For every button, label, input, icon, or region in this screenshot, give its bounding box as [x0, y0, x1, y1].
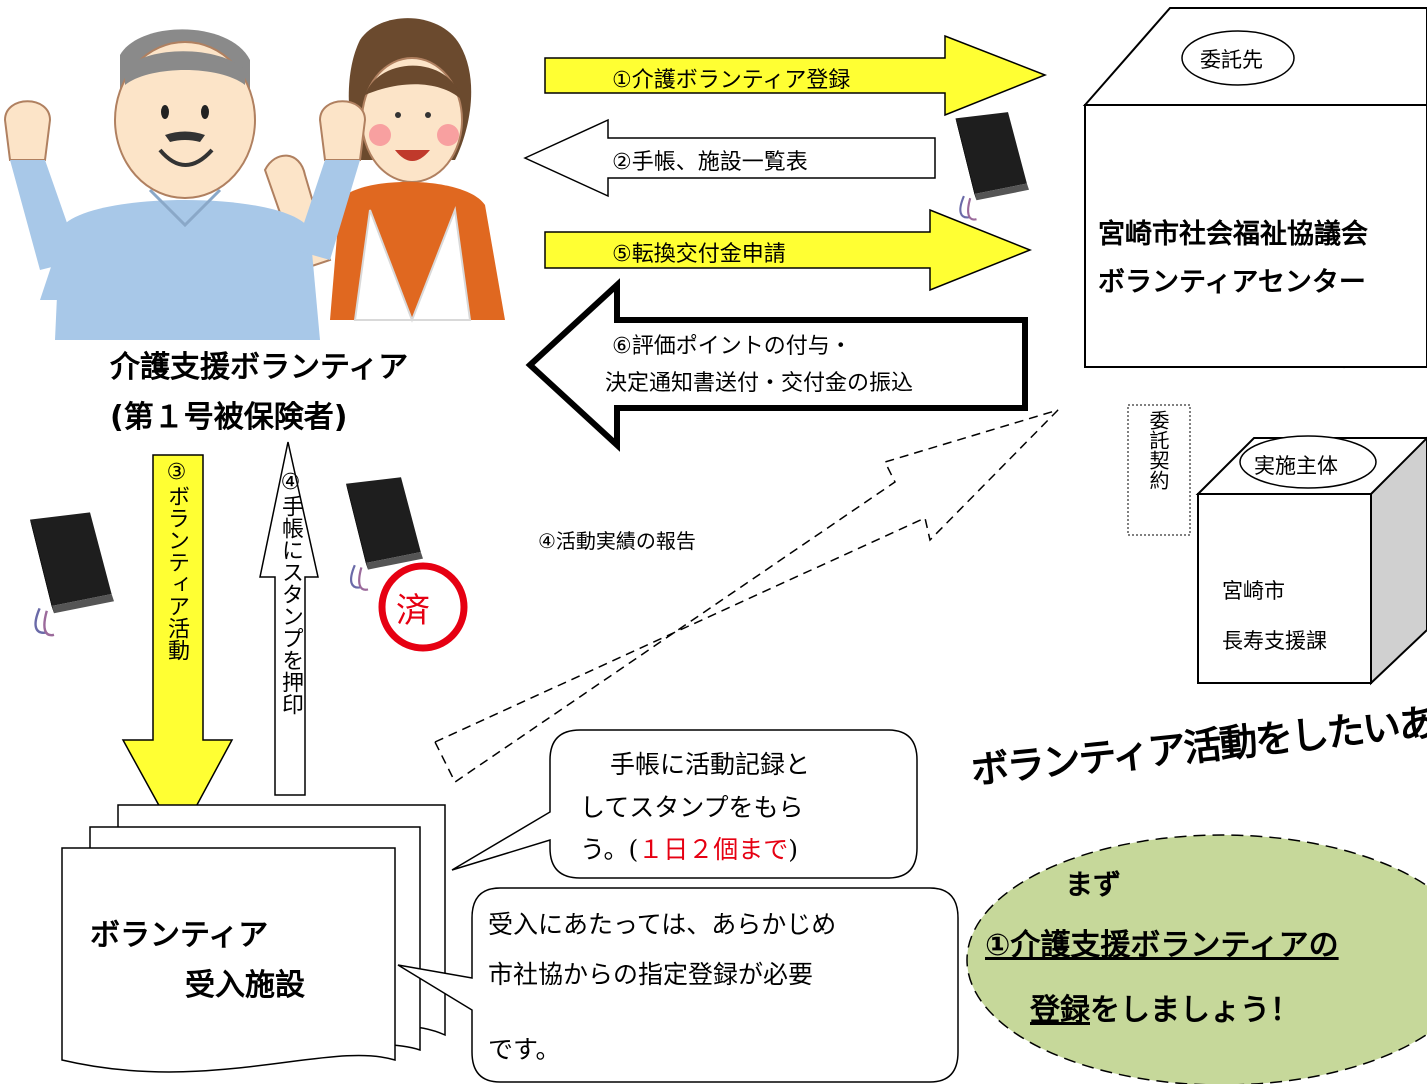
notebook-icon [28, 511, 116, 637]
volunteer-label-2: (第１号被保険者) [110, 400, 348, 435]
bubble-stamp-line-3: う。(１日２個まで) [580, 830, 798, 866]
arrow-4-report [433, 409, 1059, 784]
speech-bubble-stamp [451, 729, 918, 879]
cta-ellipse [966, 834, 1427, 1084]
arrow-4-stamp [259, 441, 319, 796]
arrow-1-registration [544, 34, 1048, 117]
arrow-4-report-label: ④活動実績の報告 [538, 529, 696, 553]
cta-line-2-rest: をしましょう！ [1090, 993, 1300, 1028]
cta-line-1: ①介護支援ボランティアの [985, 928, 1339, 963]
arrow-5-application [544, 208, 1033, 292]
arrow-6-points [525, 278, 1028, 452]
volunteers-illustration [3, 18, 505, 340]
city-tag: 実施主体 [1254, 454, 1338, 478]
notebook-icon [954, 111, 1031, 221]
arrow-6-label-2: 決定通知書送付・交付金の振込 [605, 371, 914, 396]
bubble-registration-line-2: 市社協からの指定登録が必要 [488, 960, 814, 989]
city-name-2: 長寿支援課 [1222, 629, 1327, 653]
city-office-box [1195, 435, 1427, 686]
contract-label-box [1127, 404, 1191, 536]
arrow-2-label: ②手帳、施設一覧表 [612, 150, 808, 175]
bubble-registration-line-3: です。 [488, 1035, 561, 1064]
center-name-2: ボランティアセンター [1098, 267, 1366, 298]
city-name-1: 宮崎市 [1222, 579, 1285, 603]
volunteer-label-1: 介護支援ボランティア [110, 350, 409, 385]
arrow-2-notebook [523, 118, 936, 198]
arrow-3-activity [121, 454, 234, 842]
facility-label-2: 受入施設 [185, 968, 305, 1003]
cta-first: まず [1065, 868, 1122, 901]
facility-label-1: ボランティア [90, 918, 269, 953]
bubble-stamp-line-1: 手帳に活動記録と [610, 750, 811, 779]
center-tag: 委託先 [1200, 48, 1263, 72]
center-name-1: 宮崎市社会福祉協議会 [1098, 219, 1368, 250]
bubble-stamp-limit: １日２個まで [638, 835, 789, 864]
arrow-1-label: ①介護ボランティア登録 [612, 68, 851, 93]
cta-line-2: 登録をしましょう！ [1030, 985, 1300, 1029]
volunteer-center-box [1082, 7, 1427, 369]
speech-bubble-registration [397, 887, 959, 1083]
bubble-stamp-text: う。( [580, 835, 639, 864]
arrow-3-label: ③ボランティア活動 [164, 460, 189, 661]
arrow-6-label-1: ⑥評価ポイントの付与・ [612, 334, 852, 359]
contract-label: 委託契約 [1146, 410, 1170, 490]
arrow-4-stamp-label: ④手帳にスタンプを押印 [278, 470, 303, 715]
bubble-registration-line-1: 受入にあたっては、あらかじめ [488, 910, 837, 939]
stamp-icon [378, 562, 468, 652]
bubble-stamp-line-2: してスタンプをもら [580, 793, 804, 822]
facility-documents [61, 804, 446, 1073]
bubble-stamp-close: ) [788, 835, 799, 864]
stamp-label: 済 [396, 591, 430, 631]
cta-line-2-underlined: 登録 [1030, 993, 1090, 1028]
arrow-5-label: ⑤転換交付金申請 [612, 242, 786, 267]
